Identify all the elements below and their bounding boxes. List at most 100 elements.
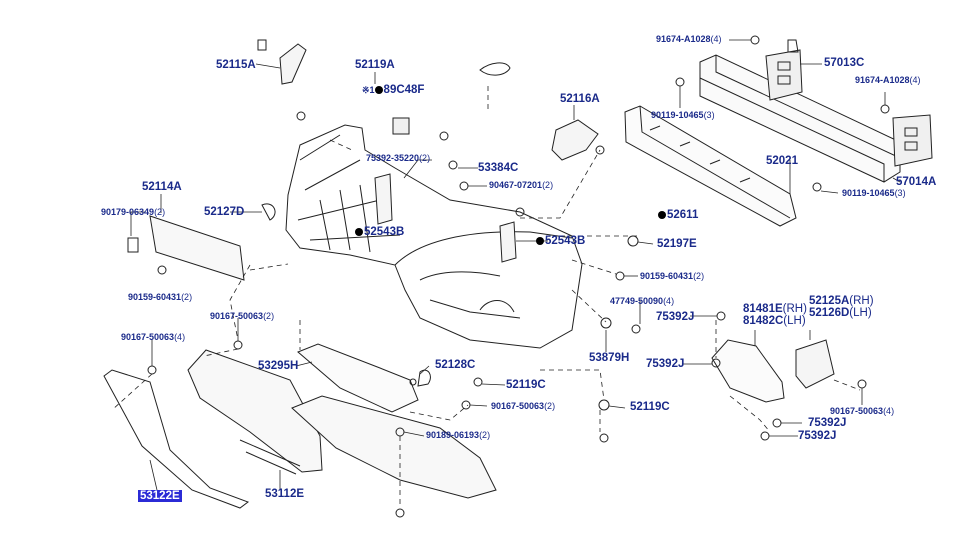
label-90119-10465-right: 90119-10465(3) bbox=[842, 189, 906, 198]
quantity: (4) bbox=[909, 75, 921, 85]
lower-grille-53112e bbox=[187, 349, 323, 475]
bumper-reinforcement bbox=[699, 54, 901, 183]
label-57014a: 57014A bbox=[896, 176, 937, 188]
label-52611: 52611 bbox=[658, 209, 699, 222]
label-57013c: 57013C bbox=[824, 57, 865, 69]
label-75392-35220: 75392-35220(2) bbox=[366, 154, 430, 163]
license-bracket-52114a bbox=[127, 203, 276, 281]
label-52128c: 52128C bbox=[435, 359, 476, 371]
label-91674-a1028-right: 91674-A1028(4) bbox=[855, 76, 921, 85]
part-number: 90159-60431 bbox=[128, 292, 182, 302]
label-53112e: 53112E bbox=[265, 488, 305, 500]
bracket-57013c bbox=[765, 39, 803, 101]
undercover bbox=[291, 395, 497, 499]
part-number: 47749-50090 bbox=[610, 296, 664, 306]
part-number: 75392-35220 bbox=[366, 153, 420, 163]
label-52197e: 52197E bbox=[657, 238, 697, 250]
dot-icon bbox=[536, 236, 544, 245]
side-bracket-52116a bbox=[551, 119, 599, 161]
part-number: 81481E bbox=[743, 303, 783, 315]
label-53295h: 53295H bbox=[258, 360, 299, 372]
label-89c48f-mark: ※1 bbox=[362, 85, 375, 95]
spacer-52543b bbox=[374, 173, 517, 263]
leader-lines bbox=[130, 39, 901, 491]
bumper-cover bbox=[285, 62, 583, 349]
quantity: (RH) bbox=[782, 303, 807, 315]
quantity: (2) bbox=[419, 153, 431, 163]
label-52126d: 52126D(LH) bbox=[809, 307, 872, 320]
label-53384c: 53384C bbox=[478, 162, 519, 174]
part-number: 90167-50063 bbox=[121, 332, 175, 342]
part-number: 52543B bbox=[364, 226, 405, 238]
label-90167-50063-b: 90167-50063(4) bbox=[121, 333, 185, 342]
quantity: (LH) bbox=[849, 307, 872, 319]
label-90159-60431-left: 90159-60431(2) bbox=[128, 293, 192, 302]
label-52115a: 52115A bbox=[216, 59, 256, 71]
label-90159-60431-right: 90159-60431(2) bbox=[640, 272, 704, 281]
retainer-plate bbox=[392, 117, 410, 135]
part-number: 52543B bbox=[545, 235, 586, 247]
quantity: (3) bbox=[703, 110, 715, 120]
part-number: 52611 bbox=[667, 209, 699, 221]
dot-icon bbox=[658, 210, 666, 219]
label-47749-50090: 47749-50090(4) bbox=[610, 297, 674, 306]
label-81482c: 81482C(LH) bbox=[743, 315, 806, 328]
lower-retainer-53295h bbox=[297, 343, 419, 413]
quantity: (2) bbox=[154, 207, 166, 217]
quantity: (2) bbox=[479, 430, 491, 440]
quantity: (2) bbox=[542, 180, 554, 190]
part-number: 90467-07201 bbox=[489, 180, 543, 190]
label-90179-06349: 90179-06349(2) bbox=[101, 208, 165, 217]
part-number: 90119-10465 bbox=[651, 110, 704, 120]
quantity: (LH) bbox=[783, 315, 806, 327]
dot-icon bbox=[374, 85, 383, 94]
part-number: 90167-50063 bbox=[491, 401, 545, 411]
label-89c48f: ※1 89C48F bbox=[362, 84, 425, 97]
quantity: (4) bbox=[883, 406, 895, 416]
label-90119-10465-left: 90119-10465(3) bbox=[651, 111, 715, 120]
label-52116a: 52116A bbox=[560, 93, 600, 105]
quantity: (2) bbox=[544, 401, 556, 411]
part-number: 90189-06193 bbox=[426, 430, 480, 440]
label-90167-50063-c: 90167-50063(2) bbox=[491, 402, 555, 411]
part-number: 52125A bbox=[809, 295, 850, 307]
quantity: (4) bbox=[663, 296, 675, 306]
label-91674-a1028-top: 91674-A1028(4) bbox=[656, 35, 722, 44]
quantity: (3) bbox=[894, 188, 906, 198]
label-75392j-top: 75392J bbox=[656, 311, 695, 323]
quantity: (2) bbox=[181, 292, 193, 302]
upper-bracket-52115a bbox=[257, 39, 307, 85]
label-90467-07201: 90467-07201(2) bbox=[489, 181, 553, 190]
bracket-57014a bbox=[892, 114, 933, 167]
label-52119c-right: 52119C bbox=[630, 401, 670, 413]
lamp-bracket-52125a bbox=[795, 339, 835, 389]
part-number: 81482C bbox=[743, 315, 784, 327]
label-90189-06193: 90189-06193(2) bbox=[426, 431, 490, 440]
lower-molding-53122e bbox=[103, 369, 250, 509]
part-number: 52126D bbox=[809, 307, 850, 319]
label-53879h: 53879H bbox=[589, 352, 630, 364]
part-number: 91674-A1028 bbox=[656, 34, 711, 44]
part-number: 90159-60431 bbox=[640, 271, 694, 281]
quantity: (2) bbox=[263, 311, 275, 321]
label-52543b-left: 52543B bbox=[355, 226, 405, 239]
quantity: (4) bbox=[710, 34, 722, 44]
part-number: 91674-A1028 bbox=[855, 75, 910, 85]
highlighted-part-number[interactable]: 53122E bbox=[138, 490, 182, 502]
label-52543b-right: 52543B bbox=[536, 235, 586, 248]
label-52119a: 52119A bbox=[355, 59, 395, 71]
label-52021: 52021 bbox=[766, 155, 798, 167]
quantity: (4) bbox=[174, 332, 186, 342]
part-number: 90167-50063 bbox=[830, 406, 884, 416]
label-53122e[interactable]: 53122E bbox=[138, 490, 182, 503]
dot-icon bbox=[355, 227, 363, 236]
part-number: 90119-10465 bbox=[842, 188, 895, 198]
label-89c48f-code: 89C48F bbox=[383, 84, 425, 96]
label-52127d: 52127D bbox=[204, 206, 245, 218]
label-75392j-low: 75392J bbox=[808, 417, 847, 429]
part-number: 90167-50063 bbox=[210, 311, 264, 321]
dashed-lines bbox=[111, 86, 861, 508]
label-75392j-bottom: 75392J bbox=[798, 430, 837, 442]
quantity: (RH) bbox=[849, 295, 874, 307]
